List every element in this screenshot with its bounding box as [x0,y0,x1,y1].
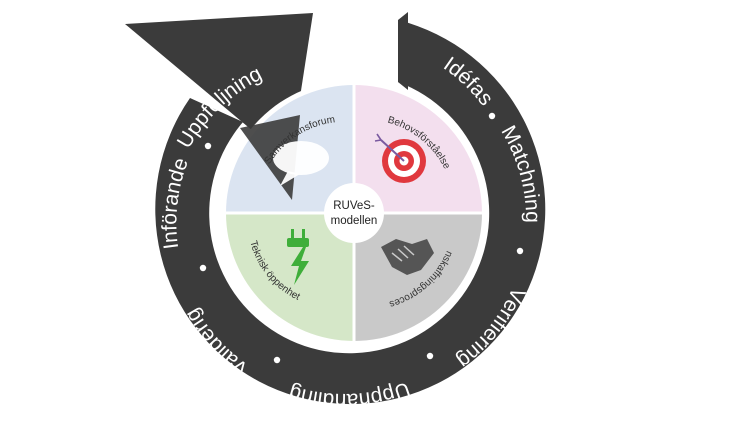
ring-dot [199,264,207,272]
ring-dot [204,142,212,150]
ring-dot [516,247,524,255]
target-icon [374,133,426,183]
ring-separator-dots [199,112,524,364]
power-plug-icon [287,229,309,285]
speech-bubble-icon [273,141,329,186]
ring-dot [273,356,281,364]
center-circle [324,183,384,243]
center-title-line1: RUVeS- [333,200,375,212]
center-title-line2: modellen [331,215,378,227]
ring-arrow-tail [398,12,408,90]
ring-dot [426,352,434,360]
handshake-icon [381,239,434,275]
ring-dot [488,112,496,120]
